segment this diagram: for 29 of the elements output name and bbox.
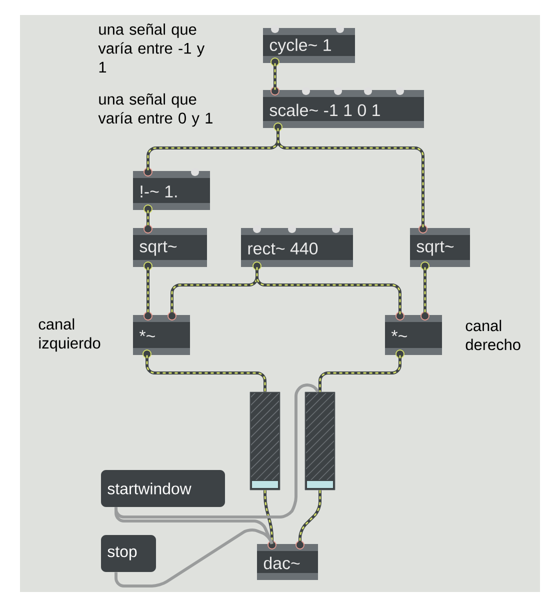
signal-cord [318, 355, 402, 392]
object-box: sqrt~ [410, 224, 470, 270]
message-cord [114, 528, 274, 588]
signal-cord [264, 490, 274, 544]
signal-cord [146, 355, 266, 392]
message-cord [114, 384, 320, 518]
object-box: *~ [385, 312, 442, 358]
object-box: scale~ -1 1 0 1 [263, 86, 424, 132]
signal-cord [274, 63, 276, 90]
signal-cord [276, 128, 424, 228]
object-box: sqrt~ [133, 224, 207, 270]
comment-text: canal derecho [466, 320, 520, 350]
object-box: dac~ [257, 540, 318, 580]
signal-cord [146, 267, 150, 315]
message-box: stop [101, 535, 156, 572]
signal-cord [424, 267, 426, 315]
object-box: cycle~ 1 [263, 25, 355, 66]
object-box: !-~ 1. [133, 168, 210, 214]
comment-text: una señal que varía entre 0 y 1 [98, 93, 212, 127]
signal-cord [146, 210, 150, 228]
object-box: rect~ 440 [241, 225, 353, 270]
comment-text: canal izquierdo [38, 318, 100, 352]
level-meter [250, 392, 280, 490]
signal-cord [256, 267, 402, 315]
message-box: startwindow [101, 470, 225, 507]
level-meter [304, 392, 336, 490]
object-box: *~ [133, 312, 190, 358]
comment-text: una señal que varía entre -1 y 1 [98, 23, 205, 73]
signal-cord [298, 490, 322, 544]
